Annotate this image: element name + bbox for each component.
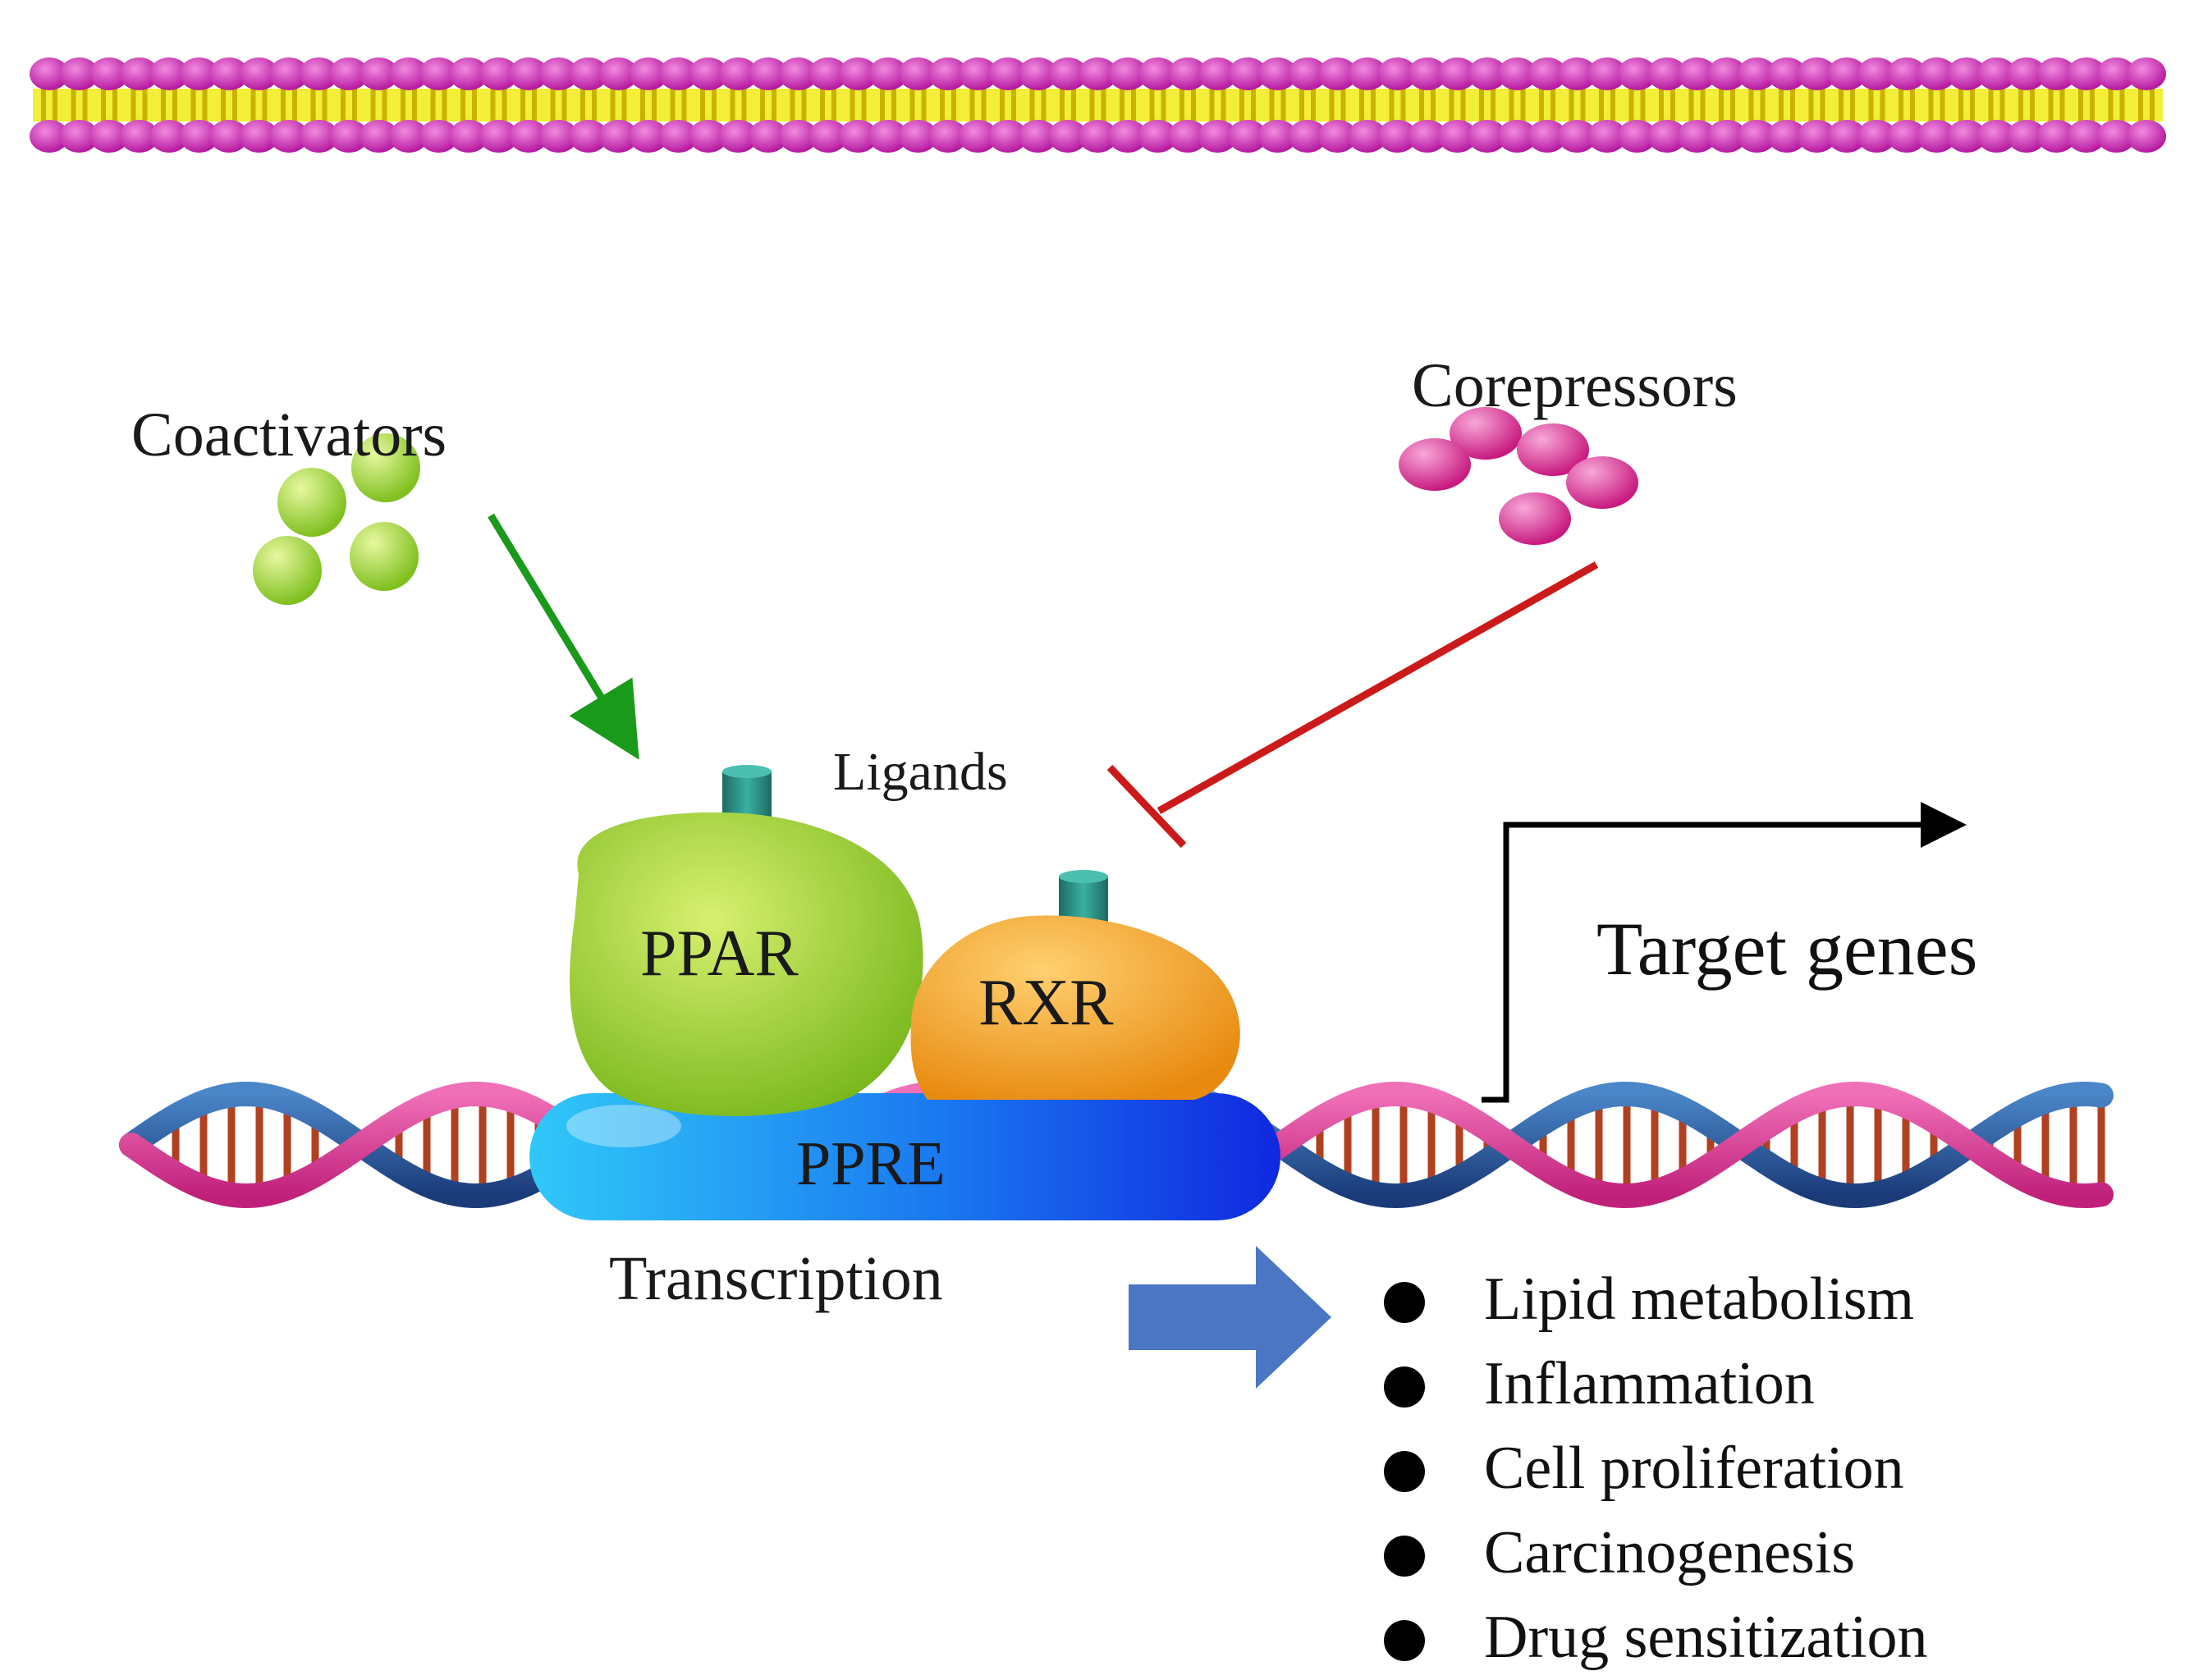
target-genes-label: Target genes	[1596, 907, 1978, 991]
transcription-block-arrow-icon	[1129, 1246, 1331, 1389]
bullet-icon	[1384, 1282, 1425, 1323]
coactivator-cluster	[253, 433, 420, 605]
inhibition-tbar-icon	[1106, 561, 1599, 849]
bullet-icon	[1384, 1620, 1425, 1661]
effect-text: Cell proliferation	[1484, 1435, 1904, 1502]
ligand-rxr	[1059, 870, 1108, 922]
effect-text: Lipid metabolism	[1484, 1266, 1915, 1333]
effect-text: Drug sensitization	[1484, 1604, 1928, 1671]
ppar-label: PPAR	[640, 918, 799, 990]
effect-item: Drug sensitization	[1379, 1595, 1928, 1680]
corepressors-label: Corepressors	[1412, 351, 1738, 420]
transcription-label: Transcription	[609, 1244, 943, 1313]
rxr-receptor	[910, 915, 1240, 1100]
coactivators-label: Coactivators	[131, 401, 447, 469]
effect-text: Inflammation	[1484, 1350, 1815, 1417]
ligand-ppar	[722, 765, 772, 819]
effect-item: Lipid metabolism	[1379, 1257, 1928, 1342]
effect-item: Carcinogenesis	[1379, 1511, 1928, 1595]
effect-text: Carcinogenesis	[1484, 1519, 1856, 1586]
ppar-receptor	[570, 812, 923, 1116]
effects-list: Lipid metabolism Inflammation Cell proli…	[1379, 1257, 1928, 1680]
transcription-start-arrow-icon	[1482, 802, 1967, 1103]
ppre-element	[529, 1093, 1280, 1220]
bullet-icon	[1384, 1451, 1425, 1492]
corepressor-cluster	[1399, 407, 1638, 545]
effect-item: Cell proliferation	[1379, 1426, 1928, 1511]
bullet-icon	[1384, 1366, 1425, 1408]
rxr-label: RXR	[978, 967, 1114, 1039]
cell-membrane	[30, 57, 2166, 153]
ligands-label: Ligands	[833, 742, 1008, 802]
effect-item: Inflammation	[1379, 1342, 1928, 1426]
activation-arrow-icon	[488, 513, 639, 760]
ppre-label: PPRE	[796, 1129, 946, 1198]
bullet-icon	[1384, 1536, 1425, 1577]
